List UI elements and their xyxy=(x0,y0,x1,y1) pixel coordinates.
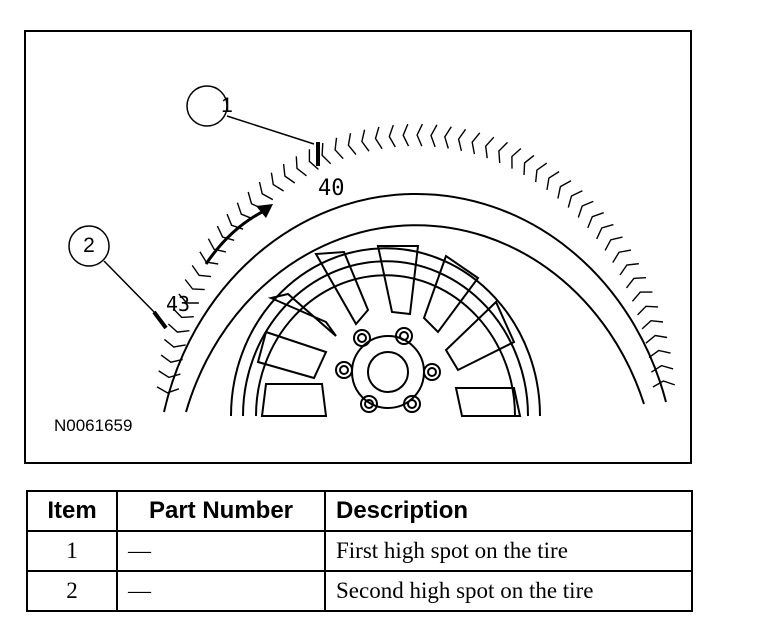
tread-block xyxy=(444,126,452,149)
tread-block xyxy=(334,137,344,160)
high-spot-mark-40: 40 xyxy=(318,176,345,201)
header-description: Description xyxy=(324,490,693,532)
wheel-rim-icon xyxy=(230,245,541,417)
tire-tread-icon xyxy=(156,123,676,394)
tread-block xyxy=(295,156,307,177)
legend-header-row: Item Part Number Description xyxy=(26,490,693,532)
tread-block xyxy=(471,132,481,155)
table-row: 1 — First high spot on the tire xyxy=(26,530,693,572)
tread-block xyxy=(641,319,664,330)
tread-block xyxy=(258,181,274,201)
row-part-number: — xyxy=(116,570,326,612)
table-row: 2 — Second high spot on the tire xyxy=(26,570,693,612)
rotation-arrow-icon xyxy=(204,204,273,265)
row-item: 2 xyxy=(26,570,118,612)
tread-block xyxy=(457,128,467,152)
tread-block xyxy=(596,223,614,240)
tread-block xyxy=(498,141,508,164)
tread-block xyxy=(402,123,410,147)
tread-block xyxy=(604,236,623,251)
row-description: First high spot on the tire xyxy=(324,530,693,572)
tire-sidewall xyxy=(163,192,667,413)
tire-drawing xyxy=(68,85,676,417)
tread-block xyxy=(557,180,572,199)
row-item: 1 xyxy=(26,530,118,572)
tread-block xyxy=(167,323,190,333)
tread-block xyxy=(650,364,674,373)
tread-block xyxy=(160,354,183,363)
tread-block xyxy=(484,136,495,159)
callout-2 xyxy=(68,225,160,318)
header-part-number: Part Number xyxy=(116,490,326,532)
header-item: Item xyxy=(26,490,118,532)
tread-block xyxy=(163,338,186,348)
tread-block xyxy=(546,171,560,191)
tread-block xyxy=(416,123,424,147)
tread-block xyxy=(207,238,227,253)
callout-2-number: 2 xyxy=(83,234,95,257)
tread-block xyxy=(645,334,668,344)
high-spot-marks xyxy=(152,142,320,330)
tread-block xyxy=(523,154,535,176)
tread-block xyxy=(388,124,396,148)
tread-block xyxy=(430,124,438,148)
tire-figure: 1 2 40 43 N0061659 xyxy=(24,30,692,464)
row-part-number: — xyxy=(116,530,326,572)
tread-block xyxy=(374,126,383,150)
tread-block xyxy=(631,291,653,302)
tread-block xyxy=(236,202,253,220)
tread-block xyxy=(587,212,604,229)
tread-block xyxy=(178,293,199,304)
row-description: Second high spot on the tire xyxy=(324,570,693,612)
tread-block xyxy=(282,164,296,184)
tread-block xyxy=(577,200,594,218)
tread-block xyxy=(184,279,205,291)
tread-block xyxy=(511,147,522,169)
tread-block xyxy=(652,380,676,388)
tread-block xyxy=(156,386,180,394)
callout-1 xyxy=(186,85,315,145)
tread-block xyxy=(361,129,370,152)
tread-block xyxy=(308,149,319,170)
tread-block xyxy=(216,225,235,241)
high-spot-mark-43: 43 xyxy=(166,292,191,316)
tread-block xyxy=(535,162,548,183)
tread-block xyxy=(321,143,332,165)
tread-block xyxy=(270,172,284,192)
legend-table: Item Part Number Description 1 — First h… xyxy=(26,490,693,612)
callout-1-number: 1 xyxy=(221,94,233,117)
tread-block xyxy=(567,190,583,208)
tread-block xyxy=(612,249,632,263)
tread-block xyxy=(648,349,671,359)
tread-block xyxy=(191,264,212,278)
figure-id: N0061659 xyxy=(54,416,133,435)
tread-block xyxy=(625,277,647,289)
tread-block xyxy=(637,305,659,316)
tread-block xyxy=(619,263,639,276)
tread-block xyxy=(172,308,194,319)
tread-block xyxy=(158,370,181,379)
tread-block xyxy=(347,133,357,156)
